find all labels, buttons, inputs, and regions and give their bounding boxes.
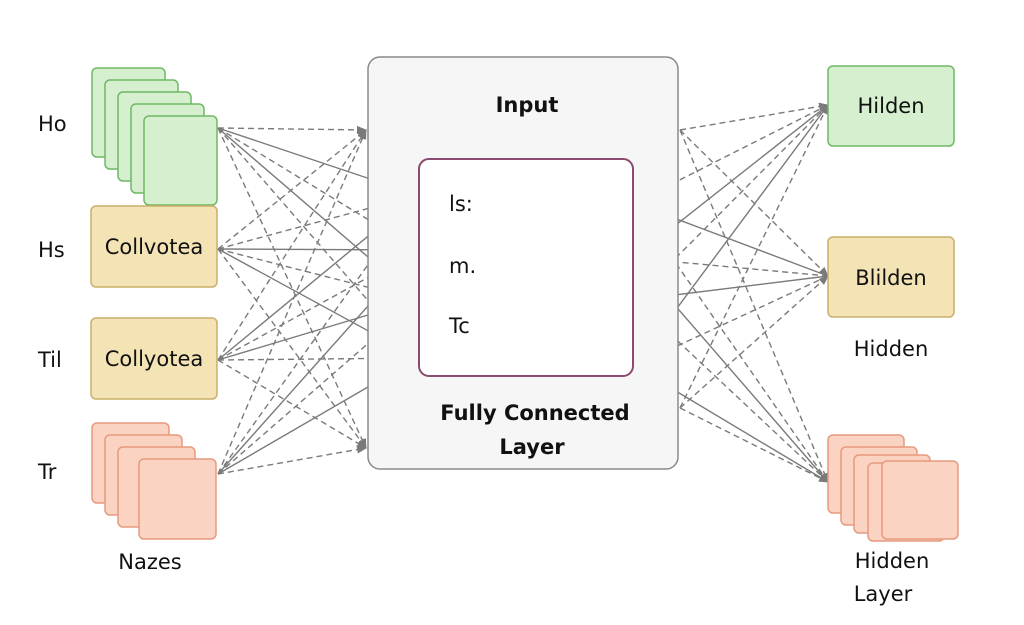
green-stack-layer-5 xyxy=(143,115,218,206)
arrow-left-16 xyxy=(217,354,419,363)
center-caption-line1: Fully Connected xyxy=(440,401,629,425)
arrow-left-panel-24 xyxy=(217,445,367,475)
inner-line-3: Tc xyxy=(448,314,470,338)
left-row-label-4: Tr xyxy=(37,460,57,484)
inner-line-2: m. xyxy=(449,254,476,278)
arrow-left-19 xyxy=(217,194,419,475)
arrow-right-panel-30 xyxy=(679,104,829,409)
stacked-squares-icon-green xyxy=(91,67,218,206)
arrow-right-34 xyxy=(633,275,829,367)
right-box-label-mid: Blilden xyxy=(855,266,926,290)
stacked-squares-icon-orange xyxy=(91,422,217,540)
input-title: Input xyxy=(496,93,559,117)
right-box-hilden xyxy=(827,65,955,147)
left-box-label-2: Collyotea xyxy=(105,347,203,371)
left-row-label-1: Ho xyxy=(38,112,67,136)
arrow-right-27 xyxy=(633,104,829,301)
arrow-left-panel-12 xyxy=(217,248,367,449)
arrow-left-panel-6 xyxy=(217,127,367,449)
center-caption-line2: Layer xyxy=(499,435,565,459)
orange-stack-right-layer-5 xyxy=(881,460,959,540)
right-caption-line2: Layer xyxy=(854,582,913,606)
left-box-label-1: Collvotea xyxy=(105,235,203,259)
left-box-collyotea xyxy=(90,317,218,400)
arrow-left-panel-23 xyxy=(217,129,367,475)
arrow-left-panel-5 xyxy=(217,125,367,134)
arrow-left-panel-17 xyxy=(217,129,367,361)
arrow-right-panel-41 xyxy=(679,129,829,483)
right-box-blilden xyxy=(827,236,955,318)
left-box-collvotea xyxy=(90,205,218,288)
right-box-label-top: Hilden xyxy=(857,94,924,118)
arrow-right-panel-42 xyxy=(679,407,829,483)
inner-neuron-box xyxy=(418,158,634,377)
left-row-label-2: Hs xyxy=(38,238,65,262)
stacked-squares-icon-orange-right xyxy=(827,434,959,542)
right-mid-caption: Hidden xyxy=(854,337,929,361)
arrow-left-panel-11 xyxy=(217,129,367,250)
arrow-left-panel-18 xyxy=(217,359,367,449)
arrow-right-panel-36 xyxy=(679,275,829,409)
orange-stack-left-layer-4 xyxy=(138,458,217,540)
inner-line-1: ls: xyxy=(449,192,473,216)
left-row-label-3: Til xyxy=(37,348,62,372)
arrow-right-panel-29 xyxy=(679,102,829,131)
arrow-right-panel-35 xyxy=(679,129,829,277)
left-caption: Nazes xyxy=(118,550,181,574)
right-caption-line1: Hidden xyxy=(855,549,930,573)
